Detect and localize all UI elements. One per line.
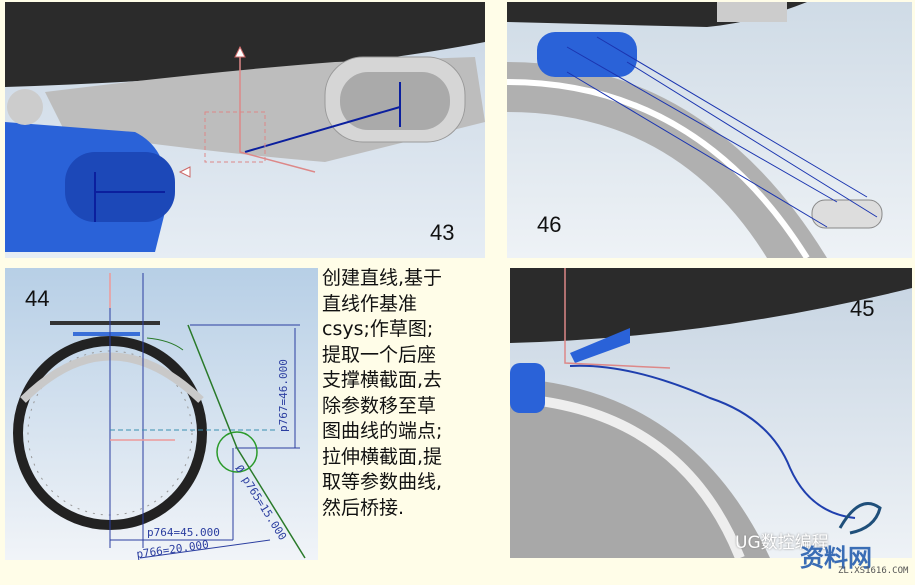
step-number: 44 [25, 286, 50, 311]
cad-view-46 [507, 2, 883, 258]
description-line: 提取一个后座 [322, 343, 437, 366]
description-line: 创建直线,基于 [322, 267, 443, 289]
screenshot-step-43: 43 [5, 2, 485, 258]
watermark-text: UG数控编程 [735, 533, 829, 553]
step-number: 46 [537, 212, 562, 237]
dimension-p767: p767=46.000 [277, 359, 290, 432]
description-line: 图曲线的端点; [322, 420, 443, 442]
description-line: csys;作草图; [322, 318, 434, 340]
step-description: 创建直线,基于 直线作基准 csys;作草图; 提取一个后座 支撑横截面,去 除… [322, 266, 492, 521]
cad-view-45 [510, 268, 912, 558]
description-line: 直线作基准 [322, 292, 418, 315]
description-line: 拉伸横截面,提 [322, 445, 443, 468]
description-line: 支撑横截面,去 [322, 369, 443, 391]
sketch-view-44: p767=46.000 Ø p765=15.000 p764=45.000 p7… [13, 273, 306, 560]
screenshot-step-46: 46 [507, 2, 912, 258]
step-number: 45 [850, 296, 875, 321]
screenshot-step-44: p767=46.000 Ø p765=15.000 p764=45.000 p7… [5, 268, 318, 560]
step-number: 43 [430, 220, 455, 245]
dimension-p765: Ø p765=15.000 [232, 463, 289, 543]
dimension-p764: p764=45.000 [147, 526, 220, 539]
description-line: 然后桥接. [322, 496, 405, 519]
description-line: 取等参数曲线, [322, 471, 443, 493]
dimension-p766: p766=20.000 [136, 538, 210, 560]
cad-view-43 [5, 2, 485, 252]
screenshot-step-45: 45 [510, 268, 912, 558]
watermark-url: ZL.XS1616.COM [838, 566, 909, 576]
watermark-logo: 资料网 [800, 544, 872, 572]
description-line: 除参数移至草 [322, 394, 437, 417]
